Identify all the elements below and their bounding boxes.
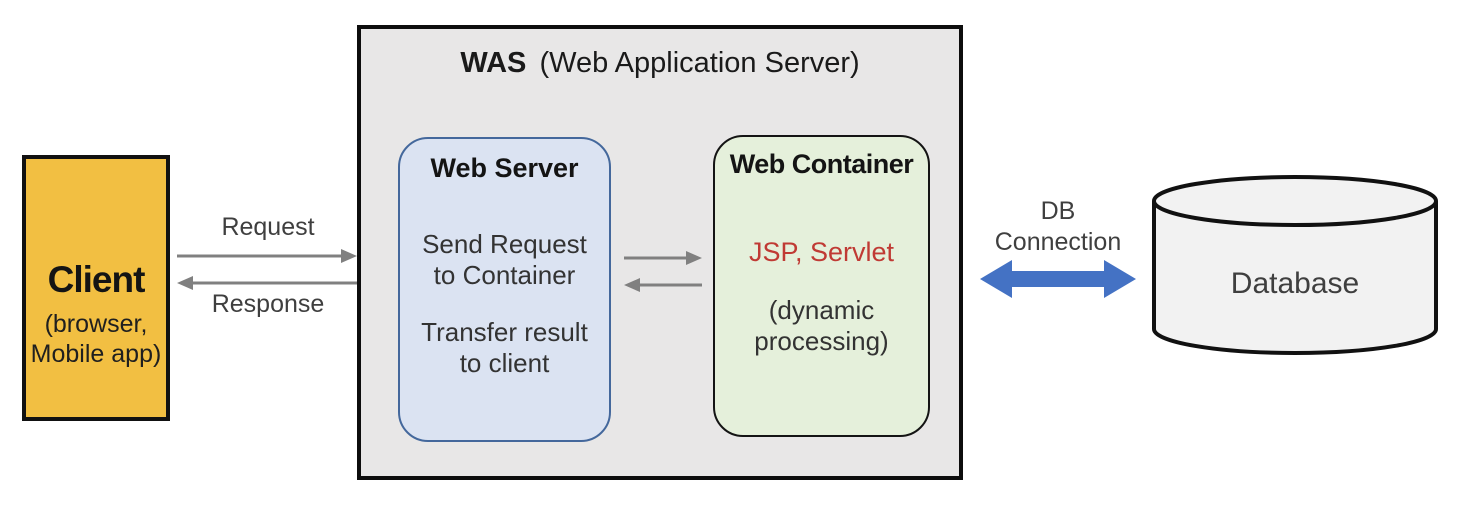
response-arrow-icon (177, 276, 357, 290)
was-title-acronym: WAS (460, 47, 527, 79)
request-label: Request (221, 213, 315, 241)
was-title-full: (Web Application Server) (539, 47, 860, 79)
web-container-box: Web Container JSP, Servlet (dynamic proc… (713, 135, 930, 437)
client-title: Client (47, 259, 146, 300)
web-server-body-2: Transfer result to client (421, 317, 588, 378)
db-connection-arrow-icon (980, 260, 1136, 298)
request-arrow-icon (177, 249, 357, 263)
web-container-note: (dynamic processing) (754, 295, 889, 356)
was-title: WAS (Web Application Server) (361, 47, 959, 80)
client-was-arrows (177, 249, 357, 290)
was-box: WAS (Web Application Server) Web Server … (357, 25, 963, 480)
forward-arrow-icon (624, 251, 702, 265)
web-server-box: Web Server Send Request to Container Tra… (398, 137, 611, 442)
web-container-title: Web Container (729, 149, 914, 179)
server-container-arrows (624, 251, 702, 292)
jsp-servlet-text: JSP, Servlet (748, 237, 895, 267)
database-label: Database (1230, 267, 1360, 300)
response-label: Response (211, 290, 325, 318)
client-box: Client (browser, Mobile app) (22, 155, 170, 421)
client-subtitle: (browser, Mobile app) (30, 310, 162, 368)
db-connection-label: DB Connection (994, 197, 1122, 256)
database-cylinder-icon (1152, 175, 1438, 355)
web-server-body-1: Send Request to Container (422, 229, 587, 290)
back-arrow-icon (624, 278, 702, 292)
web-server-title: Web Server (430, 153, 579, 183)
